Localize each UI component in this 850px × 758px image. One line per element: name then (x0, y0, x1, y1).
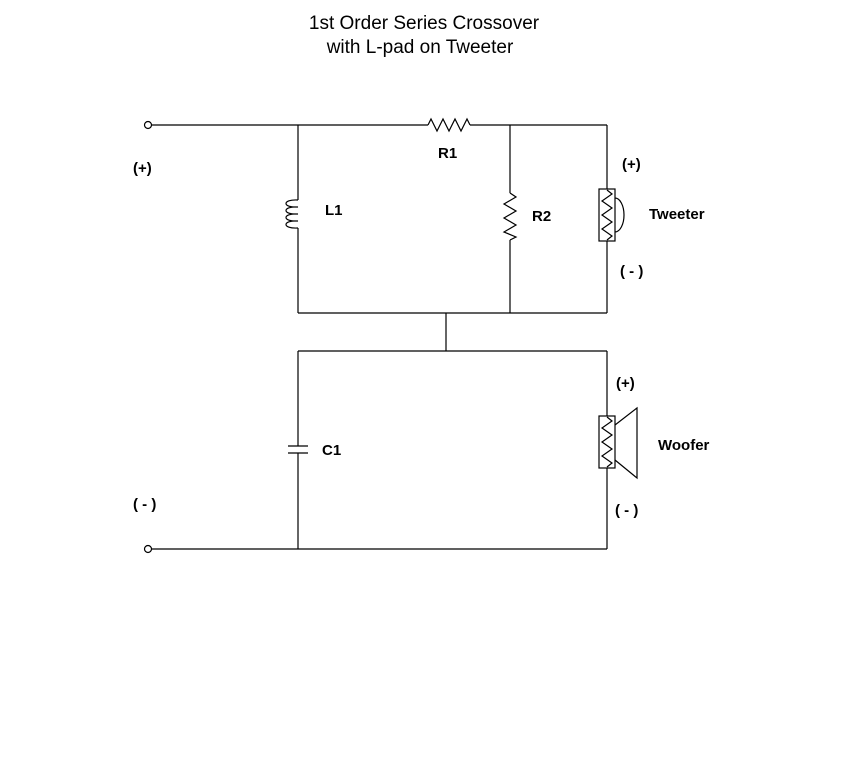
resistor-r2-symbol (502, 192, 518, 241)
l1-label: L1 (325, 202, 343, 219)
tweeter-positive-label: (+) (622, 156, 641, 173)
inductor-l1-symbol (285, 199, 299, 229)
resistor-r1-symbol (427, 117, 471, 133)
woofer-symbol (598, 406, 638, 480)
tweeter-name-label: Tweeter (649, 206, 705, 223)
title-line-2: with L-pad on Tweeter (326, 37, 514, 58)
c1-label: C1 (322, 442, 341, 459)
woofer-negative-label: ( - ) (615, 502, 638, 519)
woofer-name-label: Woofer (658, 437, 710, 454)
title-line-1: 1st Order Series Crossover (308, 13, 540, 34)
input-negative-terminal (143, 544, 153, 554)
input-positive-terminal (143, 120, 153, 130)
r2-label: R2 (532, 208, 551, 225)
tweeter-symbol (598, 188, 625, 242)
input-positive-label: (+) (133, 160, 152, 177)
input-negative-label: ( - ) (133, 496, 156, 513)
woofer-positive-label: (+) (616, 375, 635, 392)
tweeter-negative-label: ( - ) (620, 263, 643, 280)
diagram-title: 1st Order Series Crossover with L-pad on… (0, 12, 850, 60)
r1-label: R1 (438, 145, 457, 162)
